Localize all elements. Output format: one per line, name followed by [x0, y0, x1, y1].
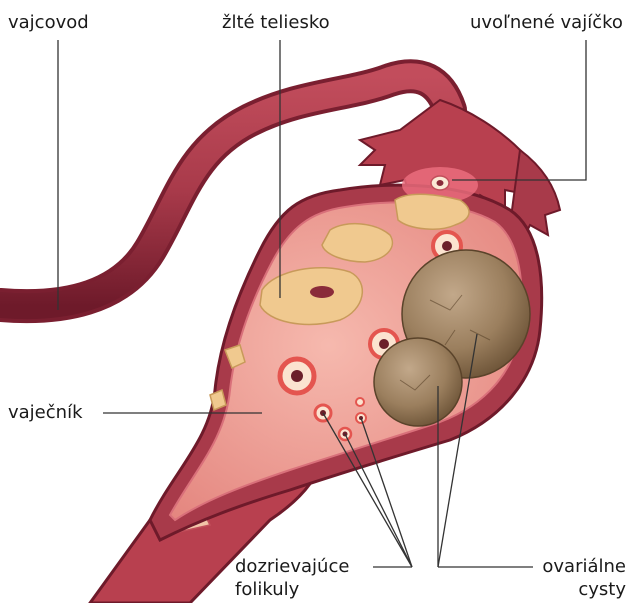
label-released-egg: uvoľnené vajíčko — [470, 12, 623, 34]
label-oviduct: vajcovod — [8, 12, 89, 34]
label-corpus-luteum: žlté teliesko — [222, 12, 330, 34]
label-ovary: vaječník — [8, 402, 83, 424]
label-cysts-line1: ovariálne — [542, 556, 626, 578]
label-cysts-line2: cysty — [578, 579, 626, 601]
label-follicles-line1: dozrievajúce — [235, 556, 349, 578]
label-follicles-line2: folikuly — [235, 579, 299, 601]
